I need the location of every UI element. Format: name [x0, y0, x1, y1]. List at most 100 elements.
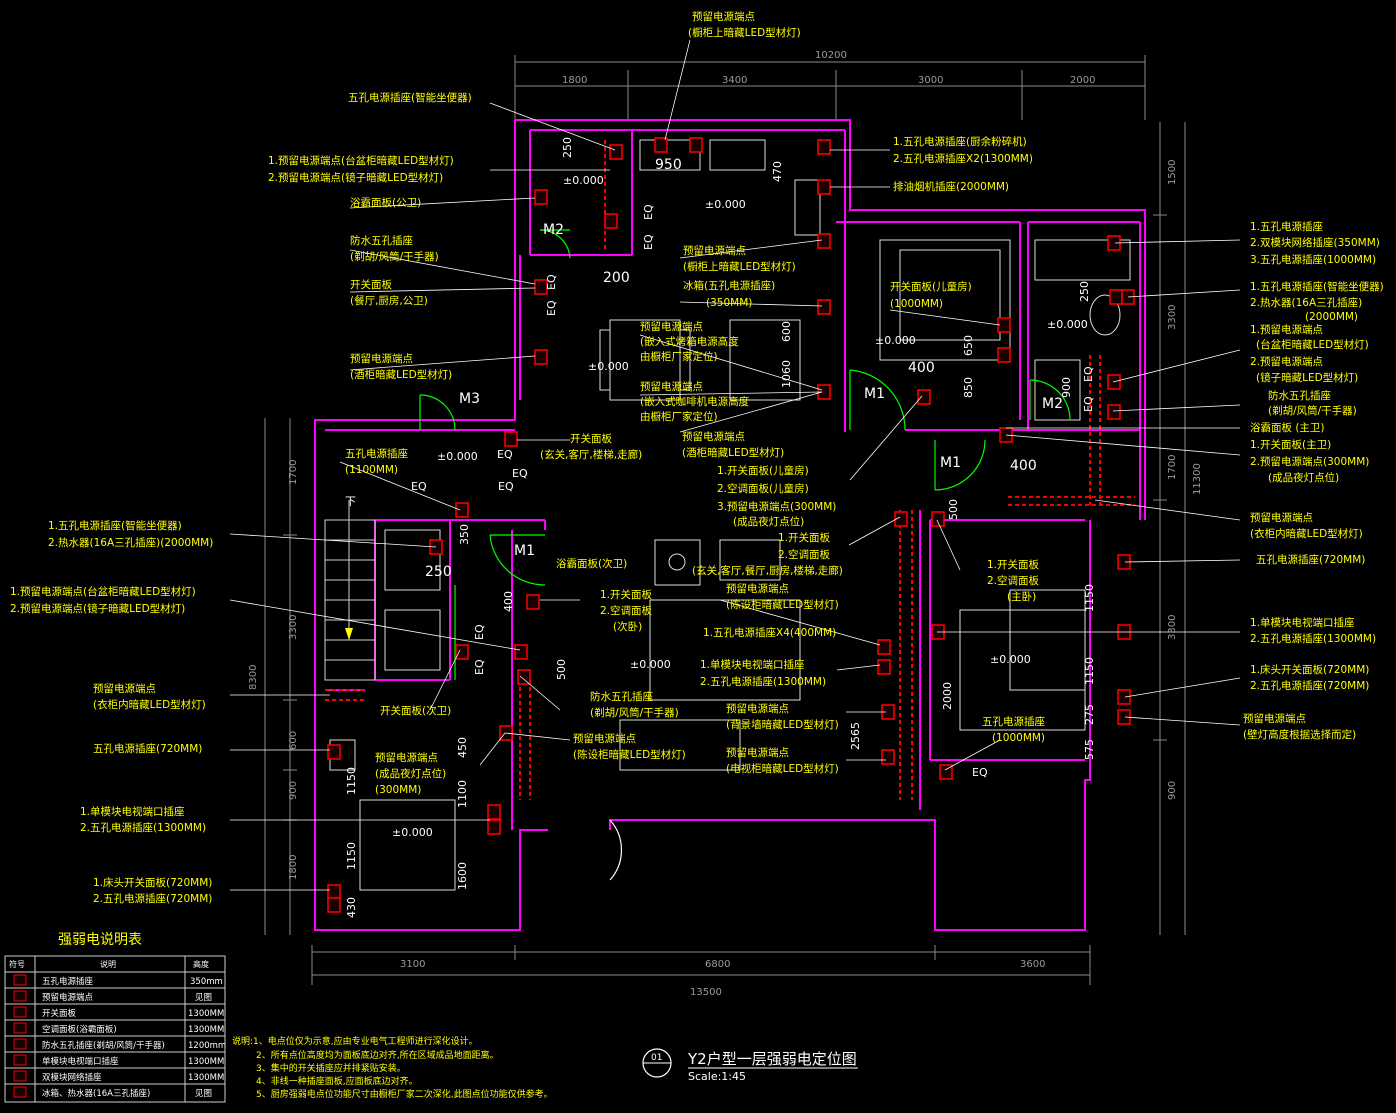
center-label-5: 预留电源端点: [683, 244, 746, 257]
inner-dim-23: 2000: [941, 682, 954, 710]
dim-right-3: 1700: [1167, 455, 1178, 480]
room-marks: M2 M3 M1 M2 M1 M1 ±0.000 ±0.000 ±0.000 ±…: [392, 174, 1088, 839]
bottom-dimensions: 3100 6800 3600 13500: [400, 959, 1045, 998]
center-label-47: 开关面板(次卫): [380, 704, 451, 717]
stair-direction-label: 下: [345, 495, 356, 508]
level-kitchen: ±0.000: [705, 198, 746, 211]
door-mark-m1-kids: M1: [864, 386, 885, 402]
center-label-26: (1100MM): [345, 464, 398, 476]
inner-dim-18: 1150: [345, 767, 358, 795]
center-label-46: (电视柜暗藏LED型材灯): [726, 762, 839, 775]
center-label-48: 预留电源端点: [375, 751, 438, 764]
center-label-8: (350MM): [706, 297, 752, 309]
inner-dim-25: 1150: [1083, 584, 1096, 612]
center-label-1: (橱柜上暗藏LED型材灯): [688, 26, 801, 39]
center-label-40: (剃胡/风筒/干手器): [590, 706, 679, 719]
inner-dim-27: 575: [1083, 739, 1096, 760]
dim-left-2: 3300: [288, 615, 299, 640]
left-label-2: 2.预留电源端点(镜子暗藏LED型材灯): [268, 171, 443, 184]
furniture: [329, 139, 1131, 891]
center-label-39: 防水五孔插座: [590, 690, 653, 703]
dim-top-4: 2000: [1070, 75, 1095, 86]
center-label-37: 1.单模块电视端口插座: [700, 658, 805, 671]
center-label-20: (酒柜暗藏LED型材灯): [682, 446, 784, 459]
door-mark-m2-left: M2: [543, 222, 564, 238]
staircase: [324, 500, 376, 681]
legend-row-2-desc: 开关面板: [42, 1008, 77, 1019]
center-label-23: 3.预留电源端点(300MM): [717, 500, 836, 513]
center-label-54: 五孔电源插座: [982, 715, 1045, 728]
eq-vertical-marks: EQ EQ EQ EQ EQ EQ EQ EQ: [473, 204, 1095, 675]
legend-row-7-height: 见图: [195, 1089, 212, 1099]
left-label-15: (衣柜内暗藏LED型材灯): [93, 698, 206, 711]
center-label-3: 2.五孔电源插座X2(1300MM): [893, 152, 1033, 165]
inner-dimensions: 250 950 470 200 600 1060 400 650 850 250…: [345, 137, 1096, 918]
dim-bottom-total: 13500: [690, 987, 722, 998]
legend-row-3-height: 1300MM: [188, 1025, 224, 1035]
center-label-19: 预留电源端点: [682, 430, 745, 443]
inner-dim-9: 250: [1078, 281, 1091, 302]
right-label-12: 浴霸面板 (主卫): [1250, 421, 1325, 434]
legend-row-6-height: 1300MM: [188, 1073, 224, 1083]
legend-row-3-desc: 空调面板(浴霸面板): [42, 1024, 117, 1035]
right-label-7: (台盆柜暗藏LED型材灯): [1256, 338, 1369, 351]
right-label-0: 1.五孔电源插座: [1250, 220, 1323, 233]
center-label-6: (橱柜上暗藏LED型材灯): [683, 260, 796, 273]
eq-v5: EQ: [473, 624, 486, 640]
level-dining: ±0.000: [588, 360, 629, 373]
eq-v8: EQ: [1082, 396, 1095, 412]
right-label-23: 预留电源端点: [1243, 712, 1306, 725]
center-label-52: 2.空调面板: [987, 574, 1040, 587]
inner-dim-12: 500: [947, 499, 960, 520]
right-label-14: 2.预留电源端点(300MM): [1250, 455, 1369, 468]
legend-row-6-desc: 双模块网络插座: [42, 1072, 102, 1083]
center-label-13: (嵌入式咖啡机电源高度: [640, 395, 750, 408]
eq-3: EQ: [512, 467, 528, 480]
door-mark-m3: M3: [459, 391, 480, 407]
inner-dim-17: 450: [456, 737, 469, 758]
left-label-13: 2.预留电源端点(镜子暗藏LED型材灯): [10, 602, 185, 615]
inner-dim-2: 470: [771, 161, 784, 182]
eq-5: EQ: [972, 766, 988, 779]
inner-dim-0: 250: [561, 137, 574, 158]
inner-dim-26: 275: [1083, 704, 1096, 725]
inner-dim-7: 650: [962, 335, 975, 356]
left-label-6: 开关面板: [350, 278, 392, 291]
inner-dim-10: 900: [1060, 377, 1073, 398]
right-label-19: 1.单模块电视端口插座: [1250, 616, 1355, 629]
left-label-20: 2.五孔电源插座(720MM): [93, 892, 212, 905]
center-label-21: 1.开关面板(儿童房): [717, 464, 809, 477]
right-label-10: 防水五孔插座: [1268, 389, 1331, 402]
center-label-2: 1.五孔电源插座(厨余粉碎机): [893, 135, 1027, 148]
note-1: 2、所有点位高度均为面板底边对齐,所在区域成品地面距离。: [256, 1049, 499, 1061]
note-3: 4、非线一种插座面板,应面板底边对齐。: [256, 1075, 418, 1087]
right-label-5: (2000MM): [1305, 311, 1358, 323]
left-label-9: (酒柜暗藏LED型材灯): [350, 368, 452, 381]
eq-v7: EQ: [1082, 366, 1095, 382]
inner-dim-3: 200: [603, 270, 630, 286]
note-0: 说明:1、电点位仅为示意,应由专业电气工程师进行深化设计。: [232, 1035, 478, 1047]
eq-v3: EQ: [545, 274, 558, 290]
inner-dim-11: 400: [1010, 458, 1037, 474]
right-label-15: (成品夜灯点位): [1268, 471, 1339, 484]
dim-top-2: 3400: [722, 75, 747, 86]
center-label-25: 五孔电源插座: [345, 447, 408, 460]
center-label-34: 2.空调面板: [600, 604, 653, 617]
dim-right-total: 11300: [1192, 463, 1203, 495]
center-label-17: 开关面板: [570, 432, 612, 445]
right-label-1: 2.双模块网络插座(350MM): [1250, 236, 1380, 249]
note-2: 3、集中的开关插座应并排紧贴安装。: [256, 1062, 406, 1074]
inner-dim-4: 600: [780, 321, 793, 342]
drawing-title-block: 01 Y2户型一层强弱电定位图 Scale:1:45: [642, 1048, 858, 1083]
left-dimensions: 1700 3300 8300 600 900 1800: [248, 460, 299, 880]
dim-right-1: 1500: [1167, 160, 1178, 185]
center-label-0: 预留电源端点: [692, 10, 755, 23]
left-label-14: 预留电源端点: [93, 682, 156, 695]
right-callouts: 1.五孔电源插座 2.双模块网络插座(350MM) 3.五孔电源插座(1000M…: [1243, 220, 1384, 741]
legend-row-4-desc: 防水五孔插座(剃胡/风筒/干手器): [42, 1040, 165, 1051]
center-label-32: (陈设柜暗藏LED型材灯): [726, 598, 839, 611]
right-label-6: 1.预留电源端点: [1250, 323, 1323, 336]
right-label-13: 1.开关面板(主卫): [1250, 438, 1331, 451]
level-living: ±0.000: [630, 658, 671, 671]
right-label-3: 1.五孔电源插座(智能坐便器): [1250, 280, 1384, 293]
